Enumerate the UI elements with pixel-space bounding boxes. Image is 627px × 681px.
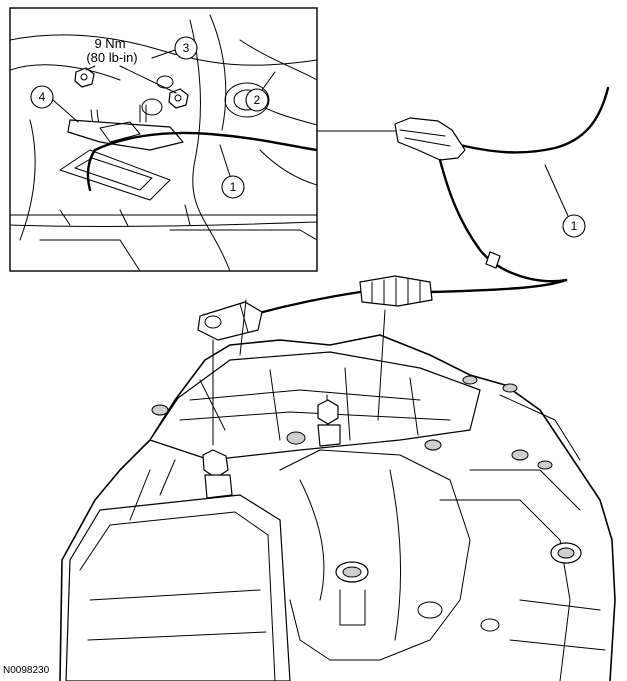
inset-detail-view: 9 Nm (80 lb-in) 3 2 4 1 <box>9 7 318 272</box>
shift-cable <box>394 86 610 294</box>
svg-text:2: 2 <box>254 93 261 107</box>
svg-text:1: 1 <box>230 180 237 194</box>
transmission-housing <box>59 299 616 681</box>
callout-4: 4 <box>30 85 79 123</box>
callout-1-inset: 1 <box>219 144 245 199</box>
port-fittings <box>335 542 582 632</box>
nut-right <box>168 88 189 109</box>
callout-3: 3 <box>151 36 198 60</box>
callout-1-main: 1 <box>544 164 586 238</box>
cable-end-connector <box>197 275 433 341</box>
svg-text:4: 4 <box>39 90 46 104</box>
torque-spec-metric: 9 Nm <box>94 36 125 51</box>
svg-text:3: 3 <box>183 41 190 55</box>
housing-bolts <box>111 375 553 541</box>
svg-text:1: 1 <box>571 219 578 233</box>
nut-left <box>74 67 95 88</box>
figure-id: N0098230 <box>3 665 50 676</box>
torque-spec-imperial: (80 lb-in) <box>86 50 137 65</box>
callout-2: 2 <box>245 71 276 112</box>
